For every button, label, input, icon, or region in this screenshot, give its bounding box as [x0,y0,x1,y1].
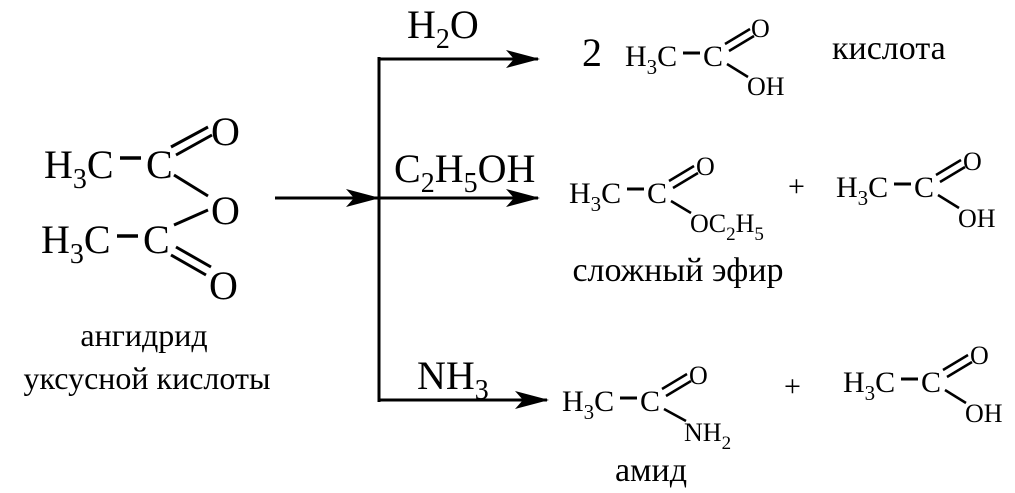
amide-label: амид [615,452,687,489]
ester-c-o-double-bond-1 [668,164,695,183]
acetic-acid-product-1: H3C C O OH [625,14,785,101]
ester-methyl-group: H3C [569,177,621,216]
acid3-c-o-double-bond-2 [946,360,973,379]
bottom-c-o-double-bond-2 [175,245,212,269]
acid1-carbonyl-carbon: C [703,40,723,73]
ester-carbonyl-oxygen: O [696,152,715,181]
bottom-c-o-bridge-bond [173,208,209,227]
amide-c-n-bond [663,407,687,423]
ester-c-o-single-bond [670,199,692,215]
bottom-carbonyl-carbon: C [143,217,170,262]
acid2-c-oh-bond [937,193,960,210]
reactant-name-line-1: ангидрид [80,317,207,353]
acid-label: кислота [832,30,946,67]
reagent-water: H2O [407,2,479,55]
acid1-c-o-double-bond-2 [728,34,755,53]
acid3-carbonyl-carbon: C [921,366,941,399]
acid1-hydroxyl: OH [747,72,785,101]
amide-carbonyl-carbon: C [640,385,660,418]
top-carbonyl-oxygen: O [211,109,240,154]
top-carbonyl-carbon: C [146,142,173,187]
ester-label: сложный эфир [572,252,783,289]
acid3-hydroxyl: OH [965,399,1003,428]
acid2-c-o-double-bond-1 [935,158,962,177]
acid1-c-oh-bond [726,62,749,79]
acetic-acid-product-2: H3C C O OH [836,147,996,233]
acid1-carbonyl-oxygen: O [751,14,770,43]
acid2-methyl-group: H3C [836,171,888,210]
bottom-c-o-double-bond-1 [170,253,207,277]
amide-c-o-double-bond-1 [661,372,688,391]
amide-methyl-group: H3C [562,385,614,424]
acid2-hydroxyl: OH [958,204,996,233]
bottom-carbonyl-oxygen: O [209,263,238,308]
acid2-carbonyl-carbon: C [914,171,934,204]
acid1-c-o-double-bond-1 [724,27,751,46]
bridging-oxygen: O [211,188,240,233]
amide-c-o-double-bond-2 [665,379,692,398]
acetic-anhydride-structure: H3C C O O H3C C O [41,109,240,308]
acetic-acid-product-3: H3C C O OH [843,341,1003,428]
amide-carbonyl-oxygen: O [689,361,708,390]
bottom-methyl-group: H3C [41,217,111,270]
acid2-carbonyl-oxygen: O [963,147,982,176]
acetamide-product: H3C C O NH2 [562,361,731,454]
reactant-name-line-2: уксусной кислоты [24,360,271,396]
reagent-ethanol: C2H5OH [394,146,535,199]
plus-sign-amide: + [784,370,801,403]
amide-amino-group: NH2 [684,418,731,454]
top-c-o-double-bond-1 [170,125,209,149]
acid2-c-o-double-bond-2 [939,165,966,184]
acid3-c-oh-bond [944,388,967,405]
product-coefficient: 2 [582,30,602,75]
top-c-o-double-bond-2 [175,133,213,157]
acid3-carbonyl-oxygen: O [970,341,989,370]
top-c-o-bridge-bond [173,173,209,198]
top-methyl-group: H3C [44,142,114,195]
ester-carbonyl-carbon: C [647,177,667,210]
ethyl-acetate-product: H3C C O OC2H5 [569,152,764,245]
ester-c-o-double-bond-2 [672,171,699,190]
acid1-methyl-group: H3C [625,40,677,79]
reagent-ammonia: NH3 [417,353,489,406]
acid3-methyl-group: H3C [843,366,895,405]
ester-ethoxy-group: OC2H5 [690,209,764,245]
plus-sign-ester: + [788,170,805,203]
acid3-c-o-double-bond-1 [942,353,969,372]
